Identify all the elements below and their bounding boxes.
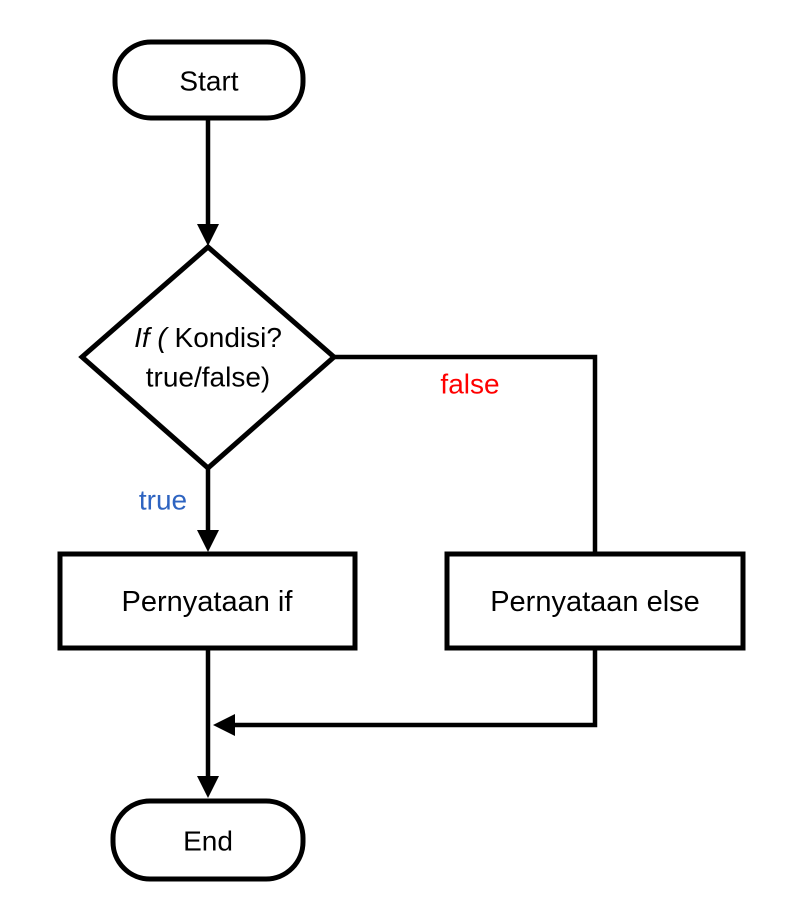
start-node: Start <box>112 39 306 121</box>
arrowhead-left-icon <box>213 714 235 736</box>
edge-decision-to-else-line <box>334 354 598 553</box>
edge-else-to-merge-line <box>233 650 598 728</box>
edge-if-to-end <box>197 650 219 798</box>
else-statement-label: Pernyataan else <box>490 586 700 618</box>
else-statement-shape <box>444 551 746 651</box>
end-label: End <box>183 826 233 857</box>
arrowhead-down-icon <box>197 530 219 552</box>
edge-start-to-decision <box>197 118 219 246</box>
if-statement-label: Pernyataan if <box>122 586 294 618</box>
decision-node: If ( Kondisi? true/false) <box>78 243 338 472</box>
end-node: End <box>110 798 306 882</box>
decision-label-line2: true/false) <box>146 362 271 393</box>
decision-shape <box>78 243 338 472</box>
decision-label-line1: If ( Kondisi? <box>134 322 282 353</box>
false-branch-label: false <box>440 369 499 400</box>
start-label: Start <box>179 66 238 97</box>
if-statement-node: Pernyataan if <box>57 551 358 651</box>
arrowhead-down-icon <box>197 776 219 798</box>
end-shape <box>110 798 306 882</box>
arrowhead-down-icon <box>197 224 219 246</box>
edge-decision-to-if <box>197 468 219 552</box>
true-branch-label: true <box>139 485 187 516</box>
else-statement-node: Pernyataan else <box>444 551 746 651</box>
decision-label-rest-part: Kondisi? <box>175 322 282 353</box>
if-statement-shape <box>57 551 358 651</box>
decision-label-italic-part: If ( <box>134 322 169 353</box>
edge-else-to-merge <box>213 650 598 736</box>
